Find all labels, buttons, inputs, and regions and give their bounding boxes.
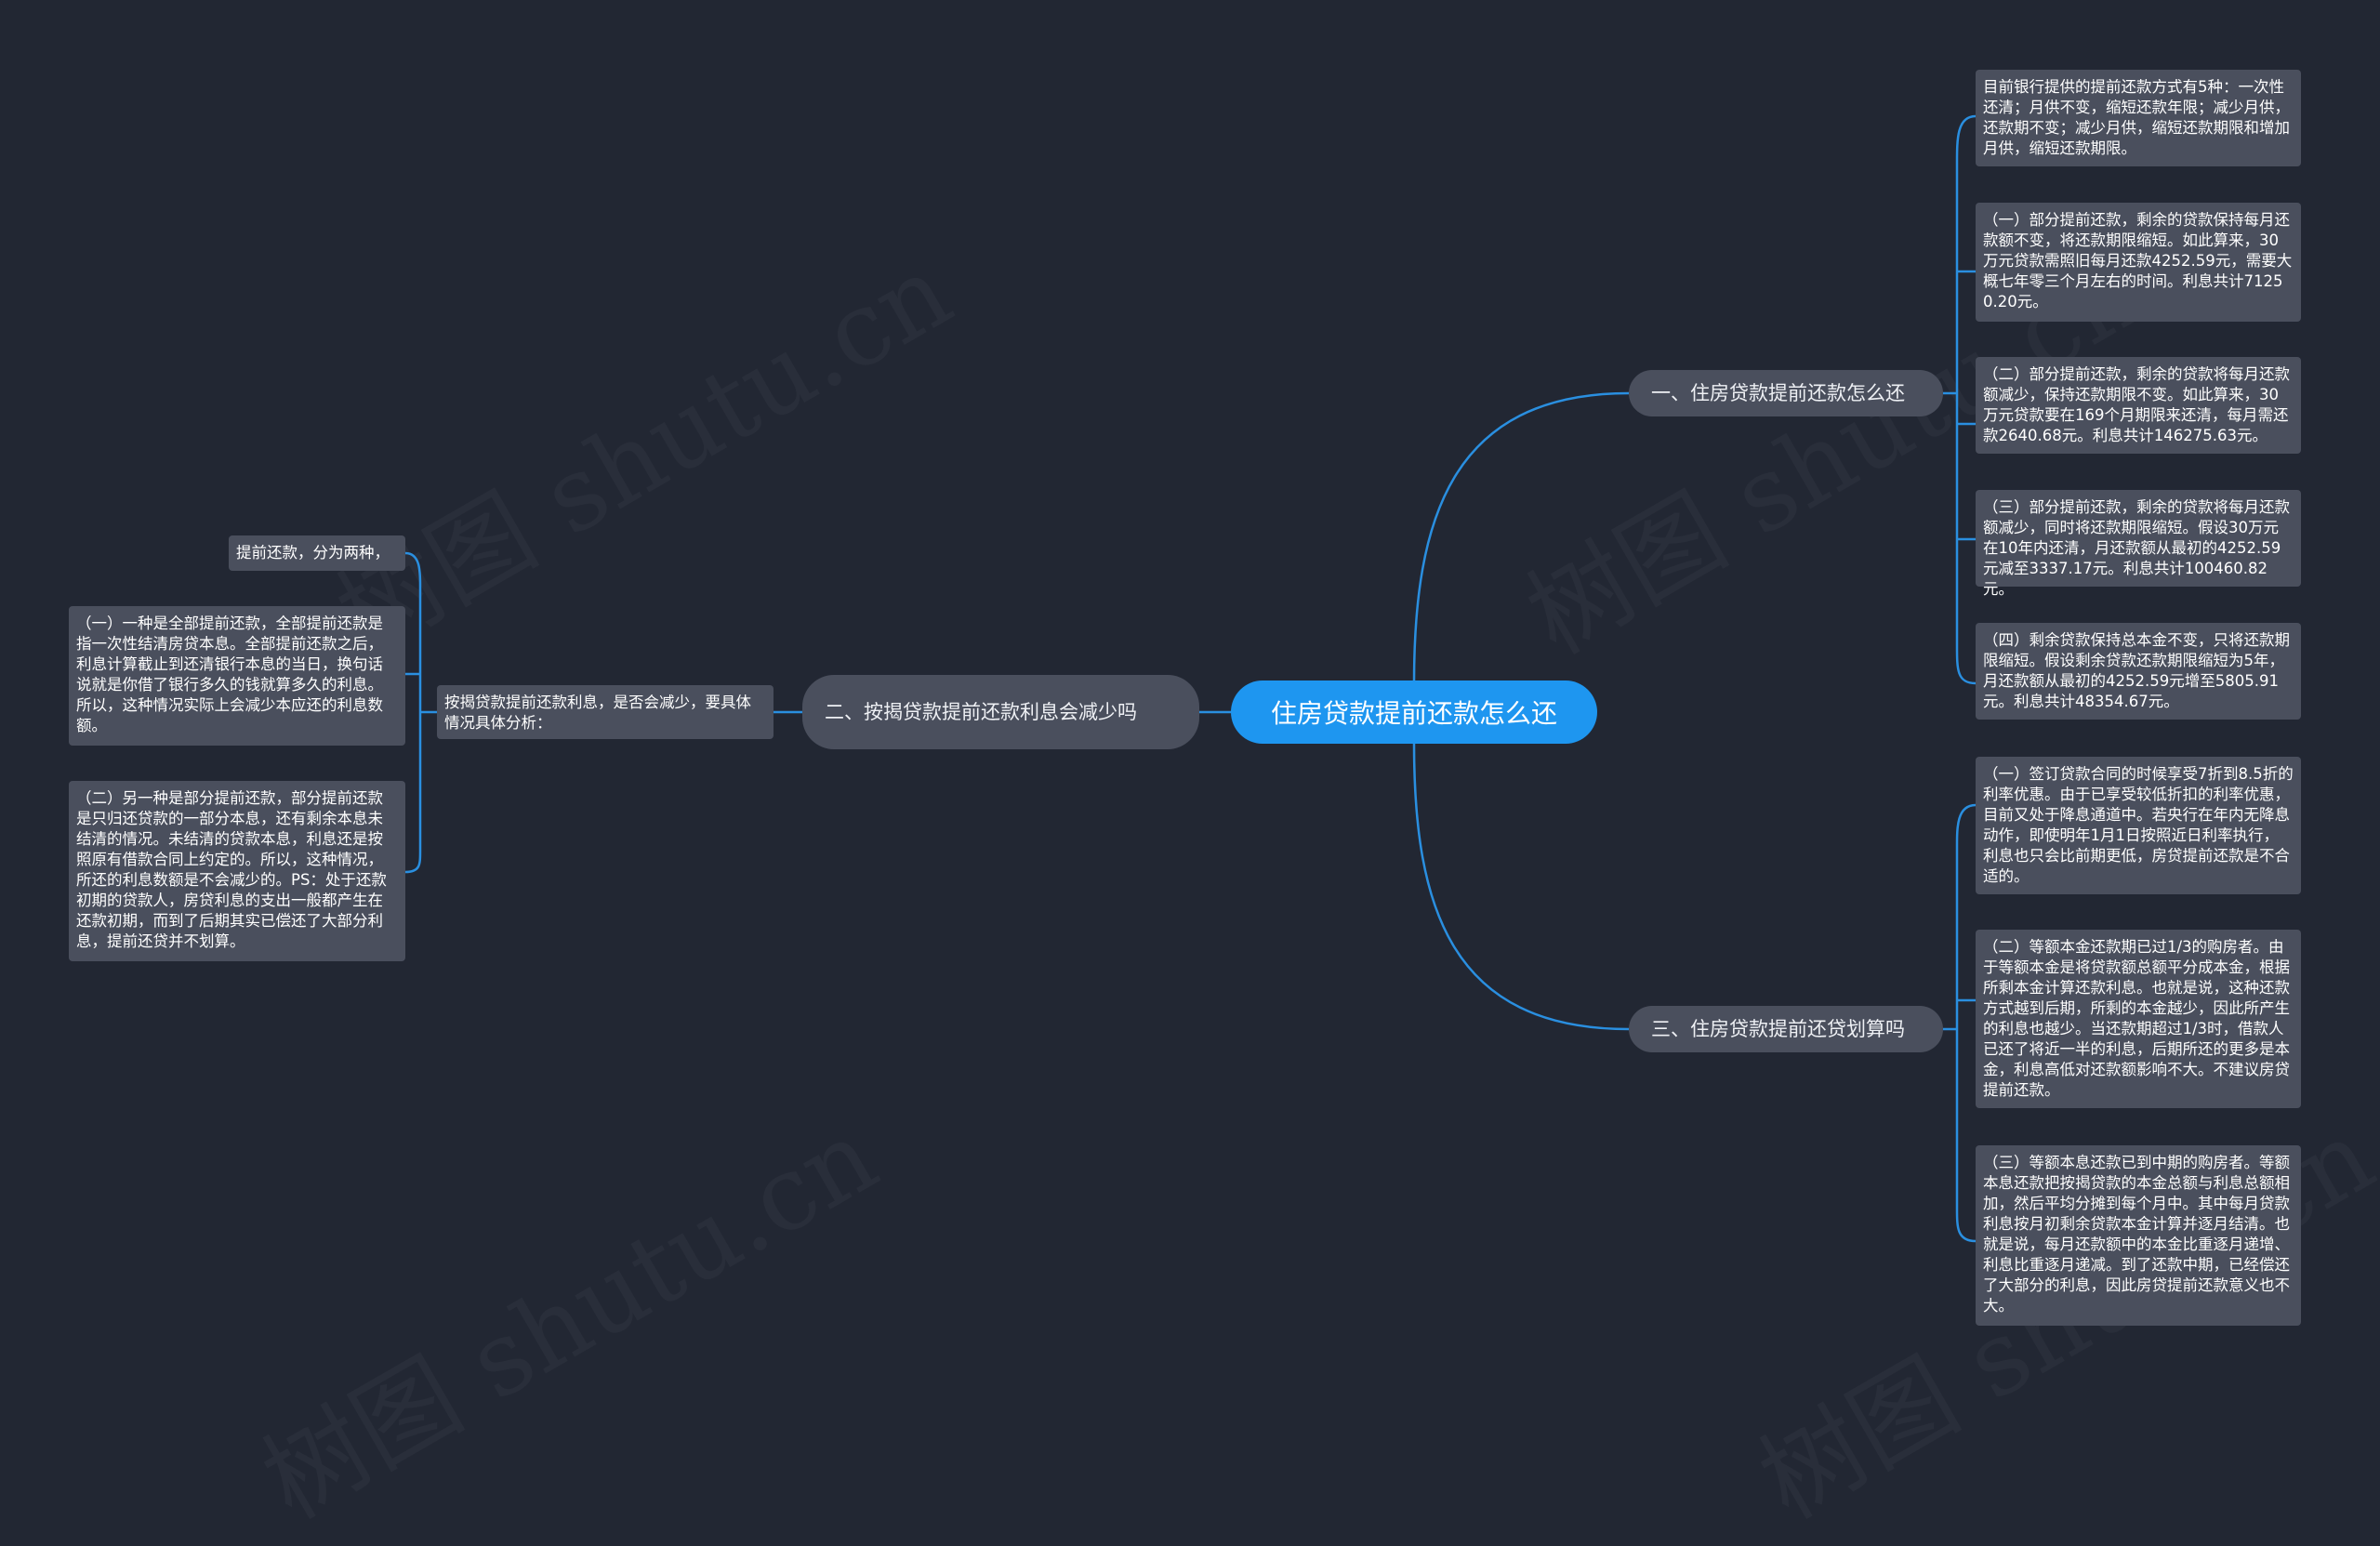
leaf-b3-1[interactable]: （二）等额本金还款期已过1/3的购房者。由于等额本金是将贷款额总额平分成本金，根… <box>1976 930 2301 1108</box>
root-topic-label: 住房贷款提前还款怎么还 <box>1270 698 1557 729</box>
leaf-b2-intro[interactable]: 按揭贷款提前还款利息，是否会减少，要具体情况具体分析： <box>437 685 774 739</box>
mindmap-canvas: 树图 shutu.cn 树图 shutu.cn 树图 shutu.cn 树图 s… <box>69 70 2301 1326</box>
leaf-b3-0[interactable]: （一）签订贷款合同的时候享受7折到8.5折的利率优惠。由于已享受较低折扣的利率优… <box>1976 757 2301 894</box>
branch-1[interactable]: 一、住房贷款提前还款怎么还 <box>1629 370 1943 416</box>
branch-3[interactable]: 三、住房贷款提前还贷划算吗 <box>1629 1006 1943 1052</box>
branch-1-label: 一、住房贷款提前还款怎么还 <box>1651 382 1905 404</box>
leaf-b1-2[interactable]: （二）部分提前还款，剩余的贷款将每月还款额减少，保持还款期限不变。如此算来，30… <box>1976 357 2301 454</box>
link-root-b1 <box>1412 391 1630 684</box>
bracket-b3 <box>1955 803 1977 1243</box>
link-root-b3 <box>1412 743 1630 1031</box>
branch-3-label: 三、住房贷款提前还贷划算吗 <box>1651 1018 1905 1040</box>
leaf-b1-3[interactable]: （三）部分提前还款，剩余的贷款将每月还款额减少，同时将还款期限缩短。假设30万元… <box>1976 490 2301 598</box>
leaf-b2-0[interactable]: 提前还款，分为两种， <box>229 535 405 571</box>
leaf-b3-2[interactable]: （三）等额本息还款已到中期的购房者。等额本息还款把按揭贷款的本金总额与利息总额相… <box>1976 1145 2301 1326</box>
leaf-b1-1[interactable]: （一）部分提前还款，剩余的贷款保持每月还款额不变，将还款期限缩短。如此算来，30… <box>1976 203 2301 322</box>
connector-lines <box>404 114 1977 1243</box>
bracket-b1 <box>1955 114 1977 685</box>
bracket-b2 <box>404 551 422 874</box>
leaf-b2-2[interactable]: （二）另一种是部分提前还款，部分提前还款是只归还贷款的一部分本息，还有剩余本息未… <box>69 781 405 961</box>
leaf-b2-1[interactable]: （一）一种是全部提前还款，全部提前还款是指一次性结清房贷本息。全部提前还款之后，… <box>69 606 405 746</box>
leaf-b1-4[interactable]: （四）剩余贷款保持总本金不变，只将还款期限缩短。假设剩余贷款还款期限缩短为5年，… <box>1976 623 2301 720</box>
root-topic[interactable]: 住房贷款提前还款怎么还 <box>1231 681 1597 744</box>
branch-2[interactable]: 二、按揭贷款提前还款利息会减少吗 <box>802 675 1199 749</box>
leaf-b1-0[interactable]: 目前银行提供的提前还款方式有5种：一次性还清；月供不变，缩短还款年限；减少月供，… <box>1976 70 2301 166</box>
branch-2-label: 二、按揭贷款提前还款利息会减少吗 <box>825 701 1137 723</box>
